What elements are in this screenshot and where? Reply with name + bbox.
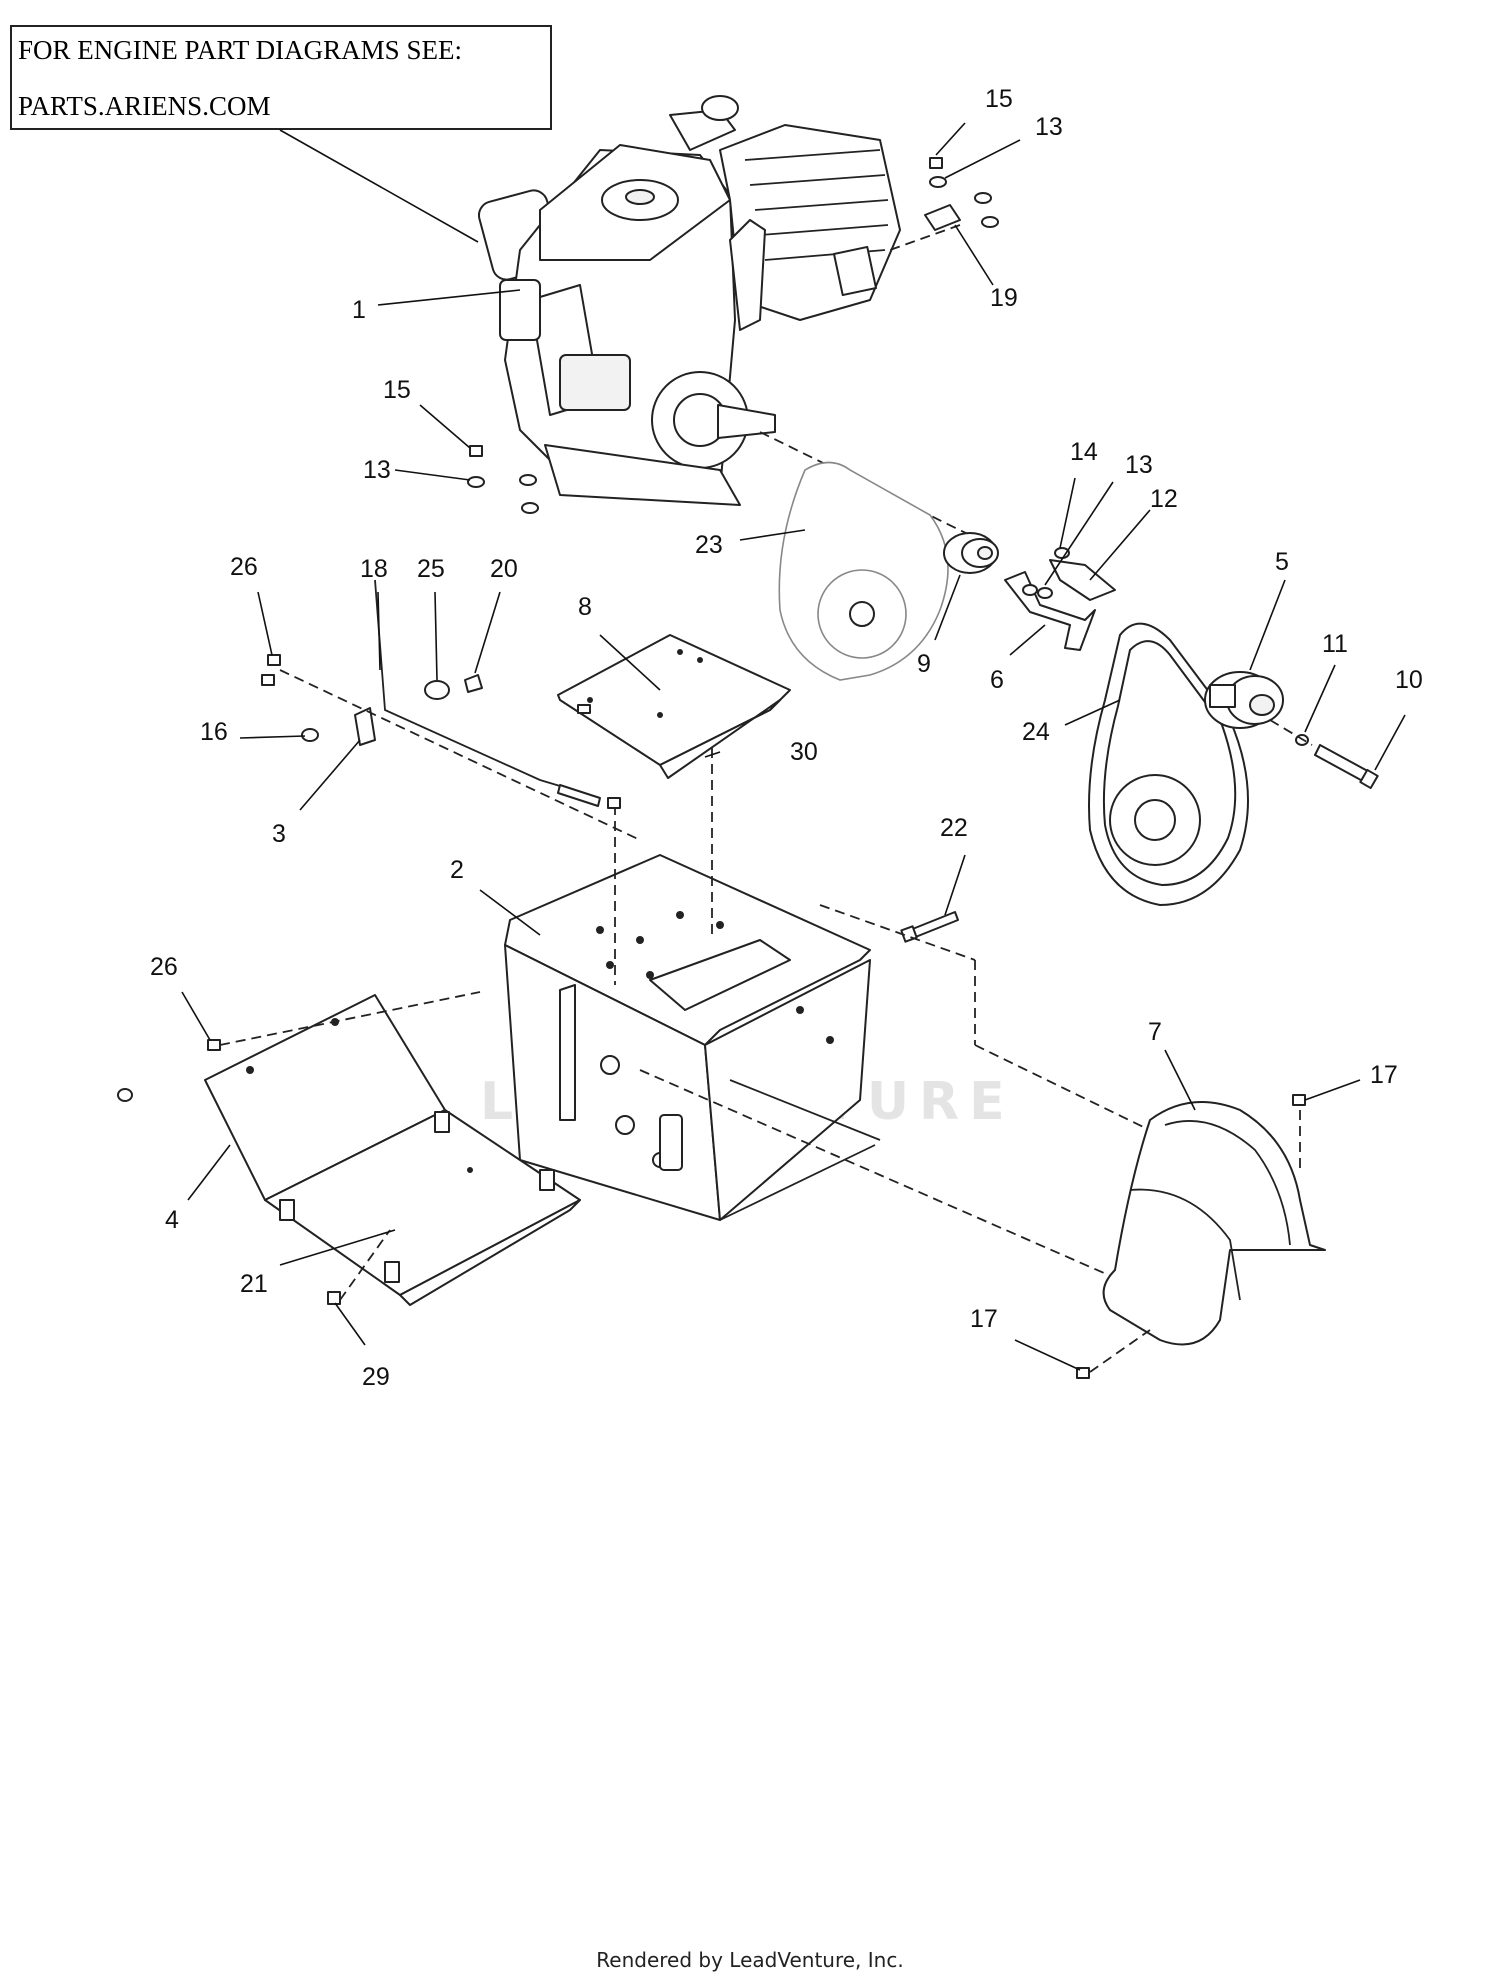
- belt-cover: [1076, 1094, 1326, 1379]
- callout-22: 22: [940, 814, 968, 842]
- callout-29: 29: [362, 1363, 390, 1391]
- callout-17b: 17: [970, 1305, 998, 1333]
- screw-cover-top: [1292, 1094, 1306, 1106]
- screw-plate: [577, 704, 591, 714]
- bushing: [424, 680, 450, 700]
- bracket: [354, 707, 376, 746]
- callout-11: 11: [1322, 630, 1348, 658]
- callout-4: 4: [165, 1206, 179, 1234]
- clip-cover: [434, 1111, 450, 1133]
- callout-26a: 26: [230, 553, 258, 581]
- left-fasteners: [467, 445, 539, 514]
- nut-left: [469, 445, 483, 457]
- note-line-2: PARTS.ARIENS.COM: [18, 91, 271, 121]
- callout-2: 2: [450, 856, 464, 884]
- note-leader: [279, 129, 479, 243]
- callout-1: 1: [352, 296, 366, 324]
- callout-15a: 15: [985, 85, 1013, 113]
- callout-10: 10: [1395, 666, 1423, 694]
- drive-pulley-assembly: [1088, 622, 1379, 906]
- nut-bracket: [301, 728, 319, 742]
- top-right-fasteners: [889, 157, 999, 251]
- callout-21: 21: [240, 1270, 268, 1298]
- small-pulley: [943, 532, 999, 574]
- washer-left: [467, 476, 485, 488]
- belt-guard: [778, 461, 949, 681]
- frame-housing: [504, 748, 1171, 1281]
- callout-20: 20: [490, 555, 518, 583]
- callout-13b: 13: [363, 456, 391, 484]
- callout-9: 9: [917, 650, 931, 678]
- callout-18: 18: [360, 555, 388, 583]
- callout-14: 14: [1070, 438, 1098, 466]
- callout-23: 23: [695, 531, 723, 559]
- footer-credit: Rendered by LeadVenture, Inc.: [596, 1948, 904, 1972]
- callout-leaders: [181, 122, 1406, 1371]
- plate: [557, 634, 791, 779]
- callout-30: 30: [790, 738, 818, 766]
- callout-24: 24: [1022, 718, 1050, 746]
- callout-25: 25: [417, 555, 445, 583]
- engine-parts-note: FOR ENGINE PART DIAGRAMS SEE: PARTS.ARIE…: [10, 25, 552, 130]
- callout-8: 8: [578, 593, 592, 621]
- callout-17a: 17: [1370, 1061, 1398, 1089]
- callout-labels: 1 2 3 4 5 6 7 8 9 10 11 12 13 13 13 14 1…: [150, 85, 1423, 1391]
- callout-12: 12: [1150, 485, 1178, 513]
- clip: [924, 204, 961, 231]
- callout-3: 3: [272, 820, 286, 848]
- callout-13c: 13: [1125, 451, 1153, 479]
- callout-6: 6: [990, 666, 1004, 694]
- callout-13a: 13: [1035, 113, 1063, 141]
- bottom-cover: [117, 991, 581, 1306]
- engine: [477, 95, 901, 506]
- screw-bottom: [327, 1291, 341, 1305]
- callout-5: 5: [1275, 548, 1289, 576]
- screw-cover-bottom: [1076, 1367, 1090, 1379]
- nut-top: [929, 157, 943, 169]
- washer-guide: [1022, 584, 1038, 596]
- callout-7: 7: [1148, 1018, 1162, 1046]
- callout-26b: 26: [150, 953, 178, 981]
- screw-cover-left: [207, 1039, 221, 1051]
- washer-top: [929, 176, 947, 188]
- note-line-1: FOR ENGINE PART DIAGRAMS SEE:: [18, 35, 462, 65]
- belt-guide: [1004, 547, 1116, 651]
- callout-16: 16: [200, 718, 228, 746]
- screw-top-left: [267, 654, 281, 666]
- bolt-frame: [909, 911, 959, 939]
- pin: [464, 674, 483, 693]
- callout-19: 19: [990, 284, 1018, 312]
- bracket-plate: [1049, 559, 1116, 601]
- callout-15b: 15: [383, 376, 411, 404]
